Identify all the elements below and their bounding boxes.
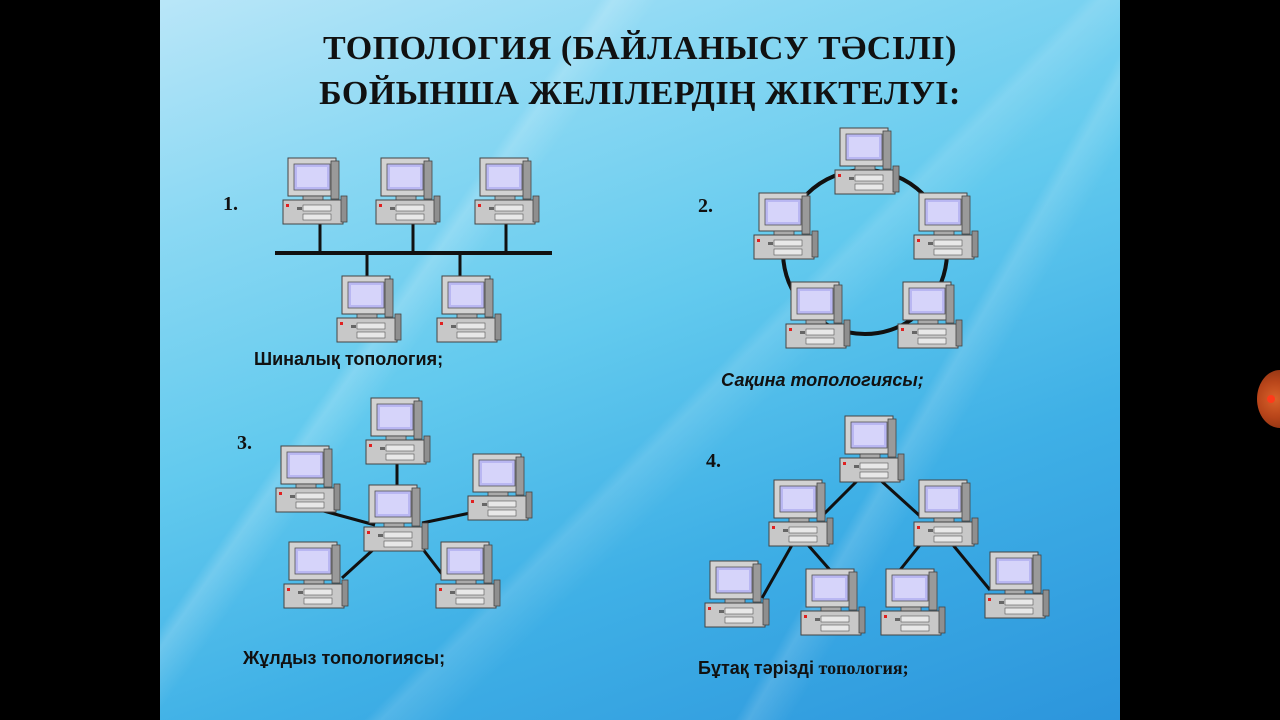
slide: ТОПОЛОГИЯ (БАЙЛАНЫСУ ТӘСІЛІ) БОЙЫНША ЖЕЛ…: [160, 0, 1120, 720]
caption-ring: Сақина топологиясы;: [721, 370, 924, 390]
caption-tree-part2: топология;: [813, 658, 909, 678]
topology-number-4: 4.: [706, 450, 721, 472]
computer-icon: [365, 397, 431, 465]
ring-topology: [753, 127, 979, 349]
slide-title-line2: БОЙЫНША ЖЕЛІЛЕРДІҢ ЖІКТЕЛУІ:: [319, 75, 961, 112]
computer-icon: [785, 281, 851, 349]
computer-icon: [913, 479, 979, 547]
topology-number-1: 1.: [223, 193, 238, 215]
caption-star: Жұлдыз топологиясы;: [243, 648, 446, 668]
tree-topology: [704, 415, 1050, 636]
computer-icon: [282, 157, 348, 225]
computer-icon: [753, 192, 819, 260]
computer-icon: [984, 551, 1050, 619]
computer-icon: [436, 275, 502, 343]
computer-icon: [704, 560, 770, 628]
computer-icon: [467, 453, 533, 521]
network-diagrams: [275, 127, 1050, 636]
caption-tree: Бұтақ тәрізді топология;: [698, 658, 909, 679]
computer-icon: [839, 415, 905, 483]
computer-icon: [834, 127, 900, 195]
computer-icon: [435, 541, 501, 609]
star-topology: [275, 397, 533, 609]
computer-icon: [880, 568, 946, 636]
computer-icon: [768, 479, 834, 547]
computer-icon: [375, 157, 441, 225]
computer-icon: [913, 192, 979, 260]
computer-icon: [275, 445, 341, 513]
computer-icon: [363, 484, 429, 552]
caption-bus: Шиналық топология;: [254, 349, 444, 369]
slide-title-line1: ТОПОЛОГИЯ (БАЙЛАНЫСУ ТӘСІЛІ): [323, 30, 957, 67]
topology-number-3: 3.: [237, 432, 252, 454]
computer-icon: [897, 281, 963, 349]
caption-tree-part1: Бұтақ тәрізді: [698, 658, 814, 678]
record-icon[interactable]: [1257, 370, 1280, 428]
computer-icon: [336, 275, 402, 343]
bus-topology: [275, 157, 552, 343]
computer-icon: [474, 157, 540, 225]
topology-number-2: 2.: [698, 195, 713, 217]
computer-icon: [283, 541, 349, 609]
computer-icon: [800, 568, 866, 636]
